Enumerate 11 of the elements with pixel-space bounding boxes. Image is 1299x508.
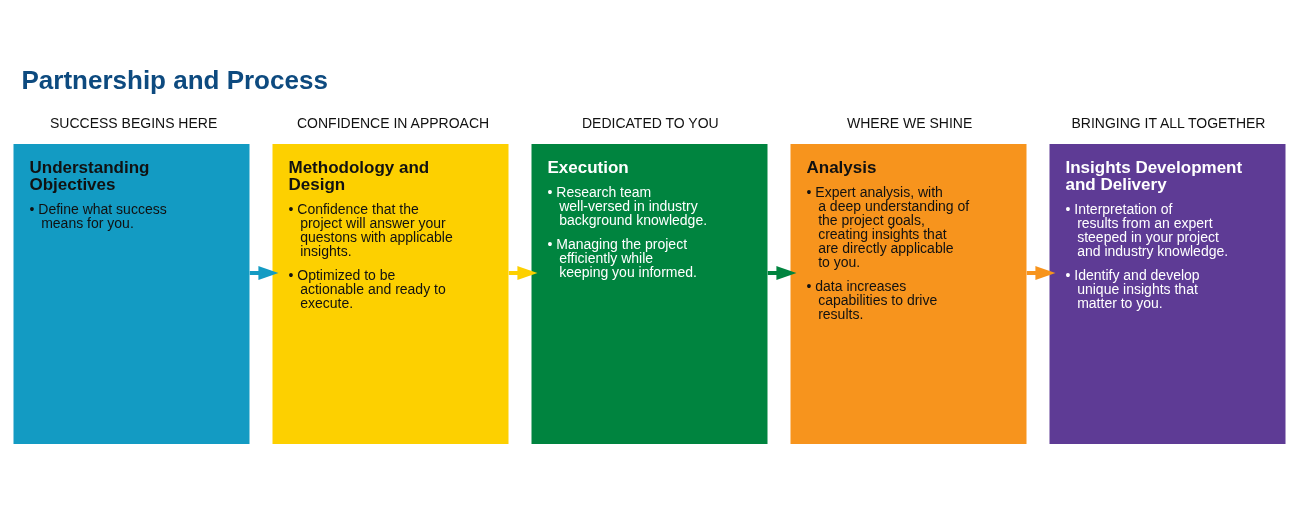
- node-label: SUCCESS BEGINS HERE: [50, 114, 218, 131]
- node-box: Analysis • Expert analysis, with a deep understanding of the project goals, creating insights that are directly applicable to you. • data increases capabilities to drive results.: [790, 143, 1027, 444]
- node-label: WHERE WE SHINE: [847, 114, 973, 131]
- node-box: Methodology and Design • Confidence that the project will answer your questons with applicable insights. • Optimized to be actionable and ready to execute.: [272, 143, 509, 444]
- node-box: Understanding Objectives • Define what success means for you.: [13, 143, 250, 444]
- node-label: DEDICATED TO YOU: [582, 114, 719, 131]
- node-box: Execution • Research team well-versed in industry background knowledge. • Managing the project efficiently while keeping you informed.: [531, 143, 768, 444]
- node-box: Insights Development and Delivery • Interpretation of results from an expert steeped in your project and industry knowledge. • Identify and develop unique insights that matter to you.: [1049, 143, 1286, 444]
- node-label: CONFIDENCE IN APPROACH: [297, 114, 490, 131]
- diagram-title: Partnership and Process: [21, 64, 328, 95]
- node-label: BRINGING IT ALL TOGETHER: [1071, 114, 1266, 131]
